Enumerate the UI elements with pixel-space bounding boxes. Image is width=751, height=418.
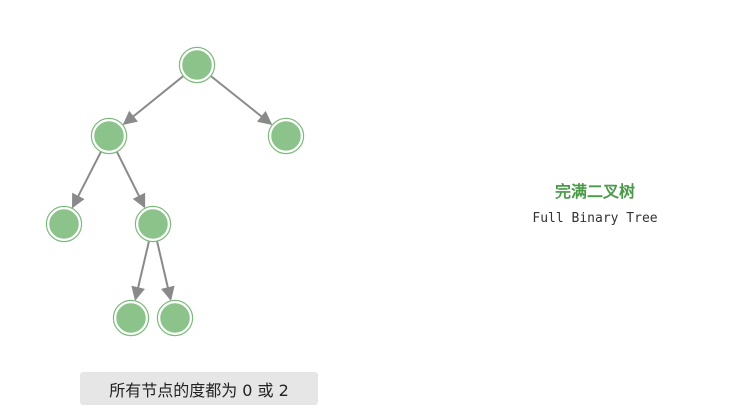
edge-root-R [210,75,273,126]
tree-node-R [267,117,305,155]
caption-text: 所有节点的度都为 0 或 2 [109,380,289,400]
tree-node-LRR [156,299,194,337]
diagram-title: 完满二叉树 [554,182,635,201]
nodes [45,46,305,337]
edge-LR-LRR [156,241,175,301]
tree-node-LRL [112,299,150,337]
tree-node-L [90,117,128,155]
edges [71,75,273,301]
tree-node-root [178,46,216,84]
edge-L-LL [71,151,102,209]
edge-L-LR [116,151,146,209]
caption-box: 所有节点的度都为 0 或 2 [80,372,318,405]
tree-node-LR [134,205,172,243]
diagram-subtitle: Full Binary Tree [532,211,658,226]
edge-root-L [122,75,184,125]
edge-LR-LRL [131,241,150,301]
tree-node-LL [45,205,83,243]
